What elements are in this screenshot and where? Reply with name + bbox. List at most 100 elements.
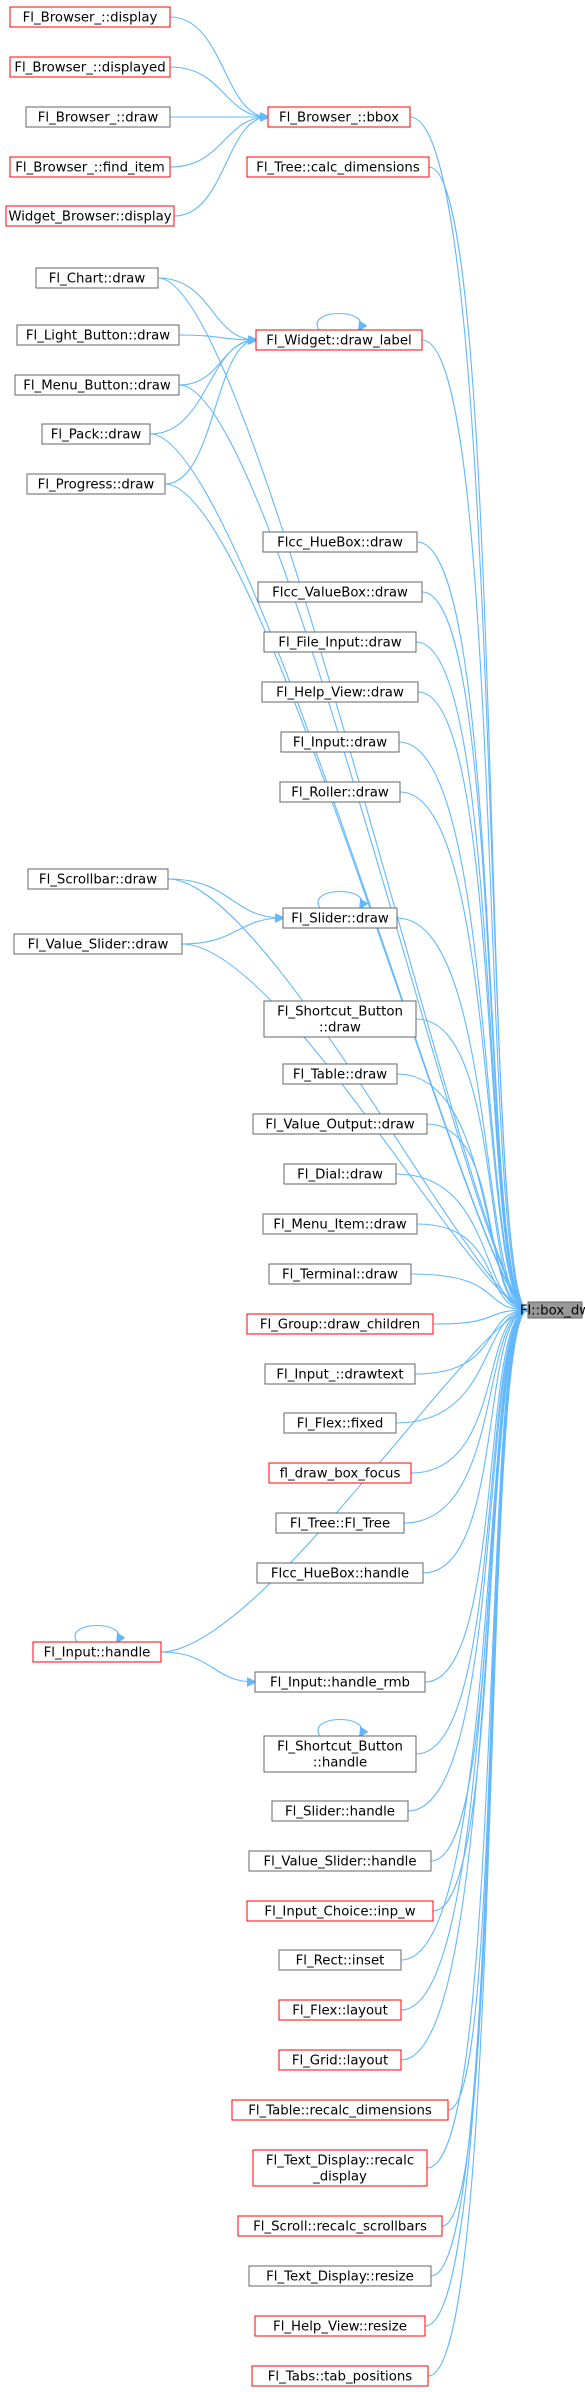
- node-help-view-draw[interactable]: Fl_Help_View::draw: [261, 681, 419, 703]
- node-shortcut-button-handle[interactable]: Fl_Shortcut_Button::handle: [263, 1735, 417, 1773]
- node-label: Fl_Slider::handle: [285, 1805, 395, 1820]
- node-browser-display[interactable]: Fl_Browser_::display: [9, 6, 171, 28]
- node-box: [248, 2265, 432, 2287]
- node-label: Fl_Browser_::bbox: [279, 111, 399, 126]
- node-value-slider-draw[interactable]: Fl_Value_Slider::draw: [13, 933, 183, 955]
- node-slider-handle[interactable]: Fl_Slider::handle: [271, 1800, 409, 1822]
- node-box: [13, 933, 183, 955]
- node-help-view-resize[interactable]: Fl_Help_View::resize: [254, 2315, 426, 2337]
- node-input-handle-rmb[interactable]: Fl_Input::handle_rmb: [254, 1671, 426, 1693]
- node-group-draw-children[interactable]: Fl_Group::draw_children: [246, 1313, 434, 1335]
- node-tree-fl-tree[interactable]: Fl_Tree::Fl_Tree: [275, 1512, 405, 1534]
- node-box: [282, 907, 398, 929]
- node-shortcut-button-draw[interactable]: Fl_Shortcut_Button::draw: [263, 1000, 417, 1038]
- node-input-drawtext[interactable]: Fl_Input_::drawtext: [264, 1363, 416, 1385]
- edge-to-box-dw: [395, 1310, 528, 1424]
- node-box-dw-target[interactable]: Fl::box_dw: [520, 1301, 585, 1319]
- node-draw-box-focus[interactable]: fl_draw_box_focus: [268, 1462, 412, 1484]
- node-huebox-draw[interactable]: Flcc_HueBox::draw: [262, 531, 418, 553]
- node-box: [5, 205, 175, 227]
- node-label: Flcc_HueBox::draw: [277, 536, 403, 551]
- node-box: [283, 1412, 397, 1434]
- node-label: Fl_Browser_::display: [23, 11, 158, 26]
- node-valuebox-draw[interactable]: Flcc_ValueBox::draw: [257, 581, 423, 603]
- node-input-draw[interactable]: Fl_Input::draw: [280, 731, 400, 753]
- node-label: Fl_File_Input::draw: [278, 636, 401, 651]
- edge-to-box-dw: [164, 483, 528, 1310]
- node-tabs-tab-positions[interactable]: Fl_Tabs::tab_positions: [251, 2365, 429, 2387]
- node-menu-item-draw[interactable]: Fl_Menu_Item::draw: [262, 1213, 418, 1235]
- node-browser-displayed[interactable]: Fl_Browser_::displayed: [9, 56, 171, 78]
- edge-to-box-dw: [407, 1310, 528, 1812]
- node-layer: Fl_Browser_::displayFl_Browser_::display…: [5, 6, 585, 2387]
- node-input-choice-inp-w[interactable]: Fl_Input_Choice::inp_w: [246, 1900, 434, 1922]
- edge-to-box-dw: [410, 1273, 528, 1310]
- node-label: Fl_Slider::draw: [291, 912, 389, 927]
- node-box: [267, 106, 411, 128]
- node-label: Fl_Terminal::draw: [282, 1268, 398, 1283]
- node-browser-find-item[interactable]: Fl_Browser_::find_item: [9, 156, 171, 178]
- node-box: [252, 2149, 428, 2187]
- node-label: Fl_Flex::fixed: [297, 1417, 384, 1432]
- edge-to-box-dw: [422, 1310, 528, 1574]
- node-label: Fl_Grid::layout: [292, 2054, 388, 2069]
- node-menu-button-draw[interactable]: Fl_Menu_Button::draw: [14, 374, 180, 396]
- node-table-recalc-dimensions[interactable]: Fl_Table::recalc_dimensions: [231, 2099, 449, 2121]
- node-value-output-draw[interactable]: Fl_Value_Output::draw: [252, 1113, 428, 1135]
- node-terminal-draw[interactable]: Fl_Terminal::draw: [268, 1263, 412, 1285]
- node-huebox-handle[interactable]: Flcc_HueBox::handle: [256, 1562, 424, 1584]
- node-label: Fl_Scroll::recalc_scrollbars: [253, 2220, 427, 2235]
- node-label: _display: [312, 2170, 367, 2185]
- node-scroll-recalc-scrollbars[interactable]: Fl_Scroll::recalc_scrollbars: [237, 2215, 443, 2237]
- node-label: Fl_Shortcut_Button: [277, 1740, 403, 1755]
- node-box: [279, 781, 401, 803]
- node-input-handle[interactable]: Fl_Input::handle: [32, 1641, 162, 1663]
- node-box: [35, 267, 159, 289]
- node-box: [268, 1462, 412, 1484]
- edge-to-box-dw: [398, 741, 528, 1310]
- node-label: Fl_Progress::draw: [38, 478, 155, 493]
- edge-to-box-dw: [421, 339, 528, 1310]
- node-box: [32, 1641, 162, 1663]
- node-scrollbar-draw[interactable]: Fl_Scrollbar::draw: [27, 868, 169, 890]
- edge-to-box-dw: [178, 384, 528, 1310]
- node-roller-draw[interactable]: Fl_Roller::draw: [279, 781, 401, 803]
- node-box: [278, 1999, 402, 2021]
- edge-to-box-dw: [414, 1310, 528, 1375]
- node-slider-draw[interactable]: Fl_Slider::draw: [282, 907, 398, 929]
- edge-to-box-dw: [410, 1310, 528, 1474]
- node-label: Fl_Chart::draw: [49, 272, 146, 287]
- node-browser-draw[interactable]: Fl_Browser_::draw: [25, 106, 171, 128]
- node-flex-layout[interactable]: Fl_Flex::layout: [278, 1999, 402, 2021]
- node-browser-bbox[interactable]: Fl_Browser_::bbox: [267, 106, 411, 128]
- self-call-edge: [317, 1719, 362, 1737]
- node-tree-calc-dimensions[interactable]: Fl_Tree::calc_dimensions: [246, 156, 430, 178]
- edge-to-box-dw: [400, 1310, 528, 2061]
- node-label: Fl_Input_Choice::inp_w: [264, 1905, 415, 1920]
- node-box: [257, 581, 423, 603]
- node-label: Fl_Roller::draw: [291, 786, 389, 801]
- node-grid-layout[interactable]: Fl_Grid::layout: [278, 2049, 402, 2071]
- node-box: [283, 1163, 397, 1185]
- edge-to-widget-draw-label: [178, 334, 256, 340]
- node-file-input-draw[interactable]: Fl_File_Input::draw: [263, 631, 417, 653]
- node-text-display-recalc-display[interactable]: Fl_Text_Display::recalc_display: [252, 2149, 428, 2187]
- node-progress-draw[interactable]: Fl_Progress::draw: [26, 473, 166, 495]
- node-chart-draw[interactable]: Fl_Chart::draw: [35, 267, 159, 289]
- node-label: Fl_Text_Display::resize: [266, 2270, 414, 2285]
- self-call-edge: [316, 313, 361, 331]
- node-flex-fixed[interactable]: Fl_Flex::fixed: [283, 1412, 397, 1434]
- edge-to-slider-draw: [181, 918, 283, 945]
- node-dial-draw[interactable]: Fl_Dial::draw: [283, 1163, 397, 1185]
- node-light-button-draw[interactable]: Fl_Light_Button::draw: [16, 324, 180, 346]
- node-pack-draw[interactable]: Fl_Pack::draw: [41, 423, 151, 445]
- node-text-display-resize[interactable]: Fl_Text_Display::resize: [248, 2265, 432, 2287]
- node-value-slider-handle[interactable]: Fl_Value_Slider::handle: [248, 1850, 432, 1872]
- node-label: Fl::box_dw: [520, 1304, 585, 1319]
- node-table-draw[interactable]: Fl_Table::draw: [282, 1063, 398, 1085]
- node-rect-inset[interactable]: Fl_Rect::inset: [278, 1949, 402, 1971]
- node-widget-browser-display[interactable]: Widget_Browser::display: [5, 205, 175, 227]
- node-widget-draw-label[interactable]: Fl_Widget::draw_label: [255, 329, 423, 351]
- edge-to-widget-draw-label: [157, 277, 256, 340]
